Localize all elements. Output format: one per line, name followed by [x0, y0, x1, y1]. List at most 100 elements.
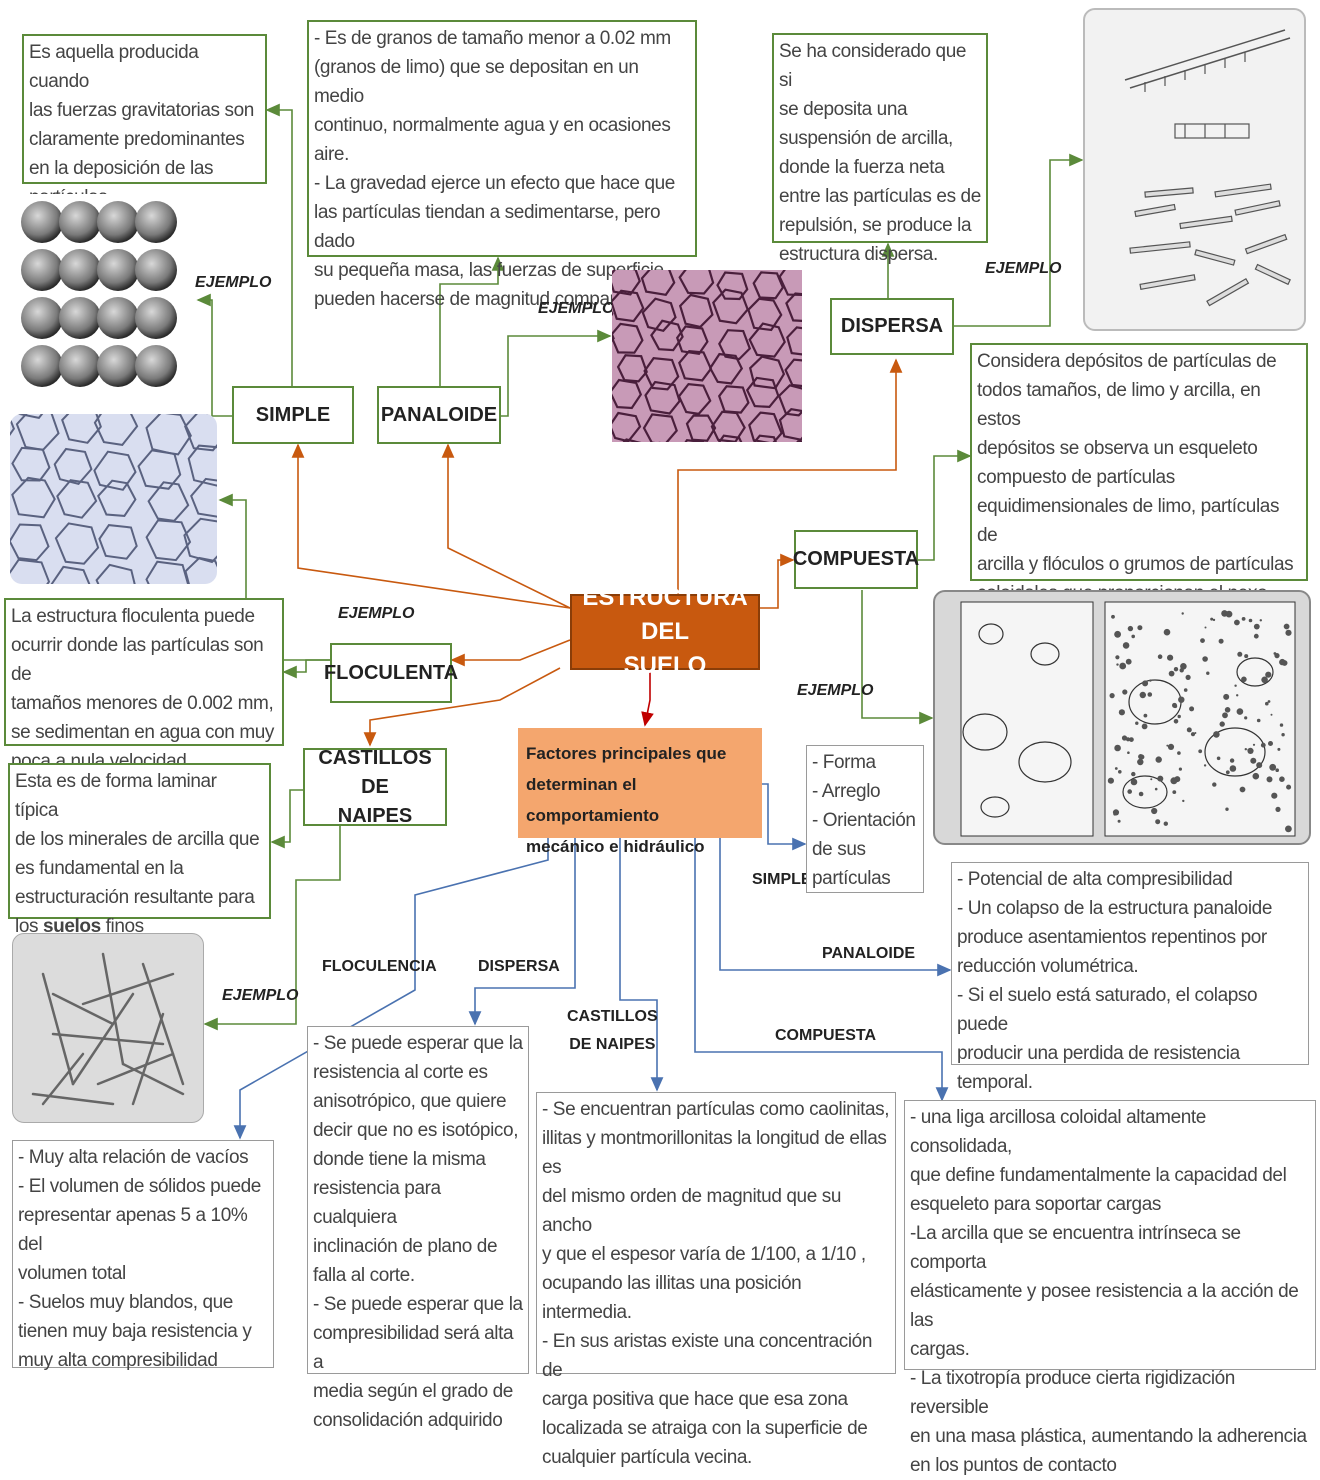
- particle-dot: [1202, 656, 1208, 662]
- particle-dot: [1261, 677, 1268, 684]
- particle-dot: [1267, 776, 1273, 782]
- sphere: [135, 201, 177, 243]
- particle-dot: [1285, 826, 1292, 833]
- particle-dot: [1180, 668, 1184, 672]
- particle-dot: [1131, 772, 1135, 776]
- simple-description: Es aquella producida cuando las fuerzas …: [22, 34, 267, 184]
- castillos-description: Esta es de forma laminar típica de los m…: [8, 763, 271, 919]
- cell-outline: [57, 480, 96, 518]
- node-floculenta: FLOCULENTA: [330, 643, 452, 703]
- particle-dot: [1114, 745, 1121, 752]
- particle-dot: [1173, 704, 1177, 708]
- particle-dot: [1182, 800, 1184, 802]
- particle-dot: [1118, 820, 1121, 823]
- particle-dot: [1139, 792, 1144, 797]
- particle-dot: [1137, 625, 1142, 630]
- cell-outline: [94, 452, 135, 490]
- particle-dot: [1144, 714, 1148, 718]
- cell-outline: [679, 351, 711, 380]
- particle-dot: [1284, 624, 1290, 630]
- factor-castillos-text: - Se encuentran partículas como caolinit…: [536, 1092, 896, 1374]
- honeycomb-pink-illustration: [612, 270, 802, 442]
- particle-dot: [1198, 749, 1202, 753]
- particle-dot: [1234, 685, 1236, 687]
- particle-dot: [1129, 737, 1134, 742]
- sphere: [59, 201, 101, 243]
- dispersed-plates-illustration: [1085, 10, 1306, 331]
- particle-dot: [1114, 631, 1121, 638]
- floc-network-illustration: [10, 414, 217, 584]
- cell-outline: [788, 441, 802, 442]
- branch-label-castillos: CASTILLOS DE NAIPES: [567, 1003, 658, 1059]
- particle-dot: [1275, 807, 1280, 812]
- example-label-simple: EJEMPLO: [195, 274, 271, 292]
- cell-outline: [713, 290, 747, 324]
- particle-dot: [1164, 822, 1168, 826]
- particle-dot: [1156, 756, 1162, 762]
- node-compuesta: COMPUESTA: [794, 530, 918, 589]
- particle-dot: [1279, 659, 1285, 665]
- factor-panaloide-text: - Potencial de alta compresibilidad - Un…: [951, 862, 1309, 1065]
- particle-dot: [1281, 733, 1284, 736]
- sphere: [97, 201, 139, 243]
- sphere: [59, 249, 101, 291]
- particle-dot: [1158, 654, 1163, 659]
- floculenta-description: La estructura floculenta puede ocurrir d…: [4, 598, 284, 746]
- cell-outline: [612, 413, 640, 441]
- cell-outline: [10, 525, 48, 561]
- particle-dot: [1242, 617, 1246, 621]
- particle-dot: [1110, 693, 1115, 698]
- cell-outline: [747, 378, 778, 407]
- particle-dot: [1205, 627, 1207, 629]
- cell-outline: [56, 523, 98, 563]
- sphere-grid-illustration: [18, 194, 193, 399]
- composite-structure-illustration: [935, 592, 1311, 845]
- particle-dot: [1200, 638, 1205, 643]
- dispersa-structure-image: [1083, 8, 1306, 331]
- particle-dot: [1127, 751, 1130, 754]
- particle-dot: [1123, 642, 1130, 649]
- particle-dot: [1271, 793, 1277, 799]
- cell-outline: [618, 355, 647, 381]
- particle-dot: [1230, 758, 1234, 762]
- node-simple: SIMPLE: [232, 386, 354, 444]
- cell-outline: [147, 520, 190, 560]
- particle-dot: [1256, 762, 1262, 768]
- node-dispersa: DISPERSA: [830, 298, 954, 355]
- factor-simple-text: - Forma - Arreglo - Orientación de sus p…: [806, 745, 924, 893]
- particle-dot: [1223, 694, 1229, 700]
- particle-dot: [1127, 789, 1132, 794]
- particle-dot: [1174, 719, 1179, 724]
- particle-dot: [1226, 770, 1230, 774]
- particle-dot: [1237, 652, 1242, 657]
- cell-outline: [677, 326, 707, 353]
- cell-outline: [10, 414, 53, 418]
- panaloide-description: - Es de granos de tamaño menor a 0.02 mm…: [307, 20, 697, 257]
- particle-dot: [1236, 694, 1238, 696]
- cell-outline: [748, 299, 781, 330]
- particle-dot: [1204, 764, 1206, 766]
- cell-outline: [644, 414, 677, 442]
- particle-dot: [1189, 706, 1194, 711]
- particle-dot: [1186, 675, 1191, 680]
- cell-outline: [95, 414, 137, 445]
- dispersa-description: Se ha considerado que si se deposita una…: [772, 33, 988, 243]
- particle-dot: [1244, 654, 1248, 658]
- particle-dot: [1178, 715, 1181, 718]
- panaloide-structure-image: [612, 270, 802, 442]
- particle-dot: [1241, 677, 1247, 683]
- particle-dot: [1128, 626, 1133, 631]
- particle-dot: [1115, 767, 1118, 770]
- factors-box: Factores principales que determinan el c…: [518, 728, 762, 838]
- sphere: [21, 201, 63, 243]
- particle-dot: [1225, 808, 1228, 811]
- particle-dot: [1179, 768, 1182, 771]
- particle-dot: [1126, 659, 1132, 665]
- sphere: [135, 345, 177, 387]
- castillos-structure-image: [12, 933, 204, 1123]
- factor-floculencia-text: - Muy alta relación de vacíos - El volum…: [12, 1140, 274, 1368]
- particle-dot: [1222, 712, 1228, 718]
- particle-dot: [1253, 773, 1260, 780]
- castillos-text-a: Esta es de forma laminar típica de los m…: [15, 771, 259, 937]
- particle-dot: [1140, 692, 1146, 698]
